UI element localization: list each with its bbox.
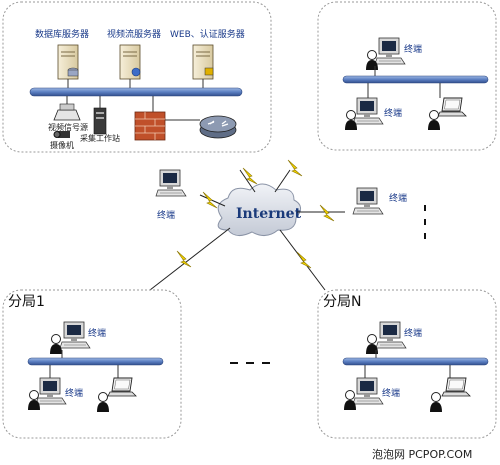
wireless-link-icon (296, 251, 312, 269)
workstation-icon (93, 107, 107, 135)
firewall-icon (134, 111, 166, 141)
terminal-label: 终端 (157, 209, 175, 221)
terminal-icon (155, 169, 187, 197)
camera-icon (53, 131, 70, 138)
terminal-user-icon (365, 321, 407, 355)
terminal-label: 终端 (404, 327, 422, 339)
video-encoder-icon (53, 103, 81, 121)
db-server-label: 数据库服务器 (35, 28, 89, 40)
branch-1-bus (27, 357, 164, 366)
laptop-user-icon (429, 377, 471, 413)
hq-network-bus (29, 87, 243, 97)
terminal-label: 终端 (382, 387, 400, 399)
branch-n-label: 分局N (323, 294, 361, 310)
video-server-icon (119, 44, 141, 80)
wireless-link-icon (287, 159, 303, 177)
video-encoder-label: 视频信号源 (48, 122, 88, 132)
internet-label: Internet (236, 206, 302, 222)
video-server-label: 视频流服务器 (107, 28, 161, 40)
camera-label: 摄像机 (50, 140, 74, 150)
terminal-user-icon (49, 321, 91, 355)
branch-top-box (317, 1, 497, 151)
branch-1-box (2, 289, 182, 439)
branch-n-box (317, 289, 497, 439)
terminal-user-icon (27, 377, 67, 411)
terminal-user-icon (365, 37, 406, 71)
terminal-label: 终端 (88, 327, 106, 339)
branch-1-label: 分局1 (8, 294, 45, 310)
terminal-icon (352, 187, 384, 215)
auth-server-icon (192, 44, 214, 80)
terminal-label: 终端 (65, 387, 83, 399)
auth-server-label: WEB、认证服务器 (170, 28, 245, 40)
terminal-label: 终端 (384, 107, 402, 119)
watermark: 泡泡网 PCPOP.COM (372, 447, 472, 461)
db-server-icon (57, 44, 79, 80)
hq-box (2, 1, 272, 153)
terminal-label: 终端 (389, 192, 407, 204)
laptop-user-icon (96, 377, 137, 413)
wireless-link-icon (319, 204, 335, 222)
terminal-user-icon (344, 97, 384, 131)
wireless-link-icon (242, 167, 258, 185)
internet-cloud (217, 183, 301, 236)
branch-top-bus (342, 75, 489, 84)
branch-n-bus (342, 357, 489, 366)
wireless-link-icon (176, 250, 192, 268)
router-icon (199, 115, 237, 139)
terminal-user-icon (343, 377, 384, 411)
wireless-link-icon (202, 191, 218, 209)
workstation-label: 采集工作站 (80, 133, 120, 143)
terminal-label: 终端 (404, 43, 422, 55)
laptop-user-icon (427, 97, 467, 131)
